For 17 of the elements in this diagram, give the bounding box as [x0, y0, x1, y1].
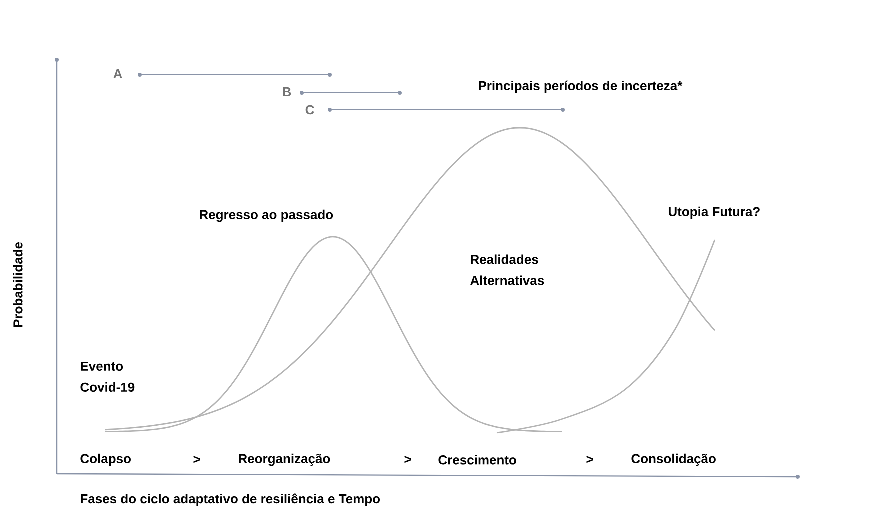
- phase-label: Colapso: [80, 454, 131, 466]
- phase-label: >: [194, 456, 200, 464]
- curve-label: Utopia Futura?: [669, 206, 760, 220]
- axis-title: Probabilidade: [13, 242, 23, 328]
- curve-label: Realidades Alternativas: [470, 254, 544, 286]
- curve-label: Principais períodos de incerteza*: [479, 80, 683, 94]
- letter-label: C: [306, 105, 314, 115]
- phase-label: Consolidação: [632, 454, 716, 466]
- curve-label: Evento Covid-19: [80, 362, 135, 392]
- curve-label: Regresso ao passado: [200, 210, 334, 222]
- phase-label: Crescimento: [438, 455, 516, 465]
- phase-label: >: [404, 456, 412, 464]
- phase-label: Reorganização: [239, 454, 330, 466]
- phase-label: >: [586, 456, 594, 464]
- letter-label: A: [114, 70, 122, 78]
- axis-title: Fases do ciclo adaptativo de resiliência e Tempo: [81, 494, 380, 506]
- letter-label: B: [283, 88, 292, 96]
